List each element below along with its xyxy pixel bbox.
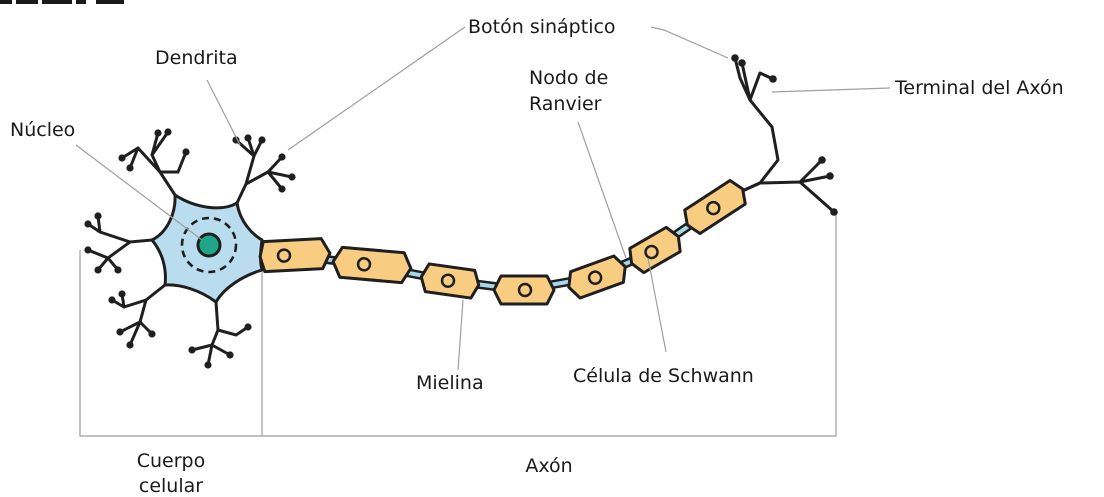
label-nodo-de-ranvier-line1: Nodo de [529, 67, 608, 89]
schwann-cell-2 [331, 245, 413, 285]
label-celula-de-schwann: Célula de Schwann [573, 365, 754, 387]
label-terminal-del-axon: Terminal del Axón [894, 77, 1064, 99]
leader-boton-sinaptico-right [650, 26, 729, 59]
axon-terminal-buttons [731, 54, 838, 216]
leader-terminal-axon [771, 87, 891, 93]
leader-lines [75, 26, 891, 371]
label-nodo-de-ranvier-line2: Ranvier [529, 93, 602, 115]
leader-nucleo [75, 144, 203, 241]
schwann-cell-4 [492, 274, 556, 306]
schwann-cell-6 [628, 225, 682, 275]
axon-terminal-branches [733, 56, 836, 214]
leader-mielina [457, 299, 464, 371]
label-mielina: Mielina [416, 372, 484, 394]
nucleus [196, 232, 222, 258]
dendrite-upper-right [234, 136, 294, 205]
dendrite-lower-left [110, 283, 167, 347]
cropped-top-text [0, 0, 124, 4]
dendrite-upper-left [120, 130, 188, 197]
leader-dendrita [206, 79, 241, 146]
label-dendrita: Dendrita [155, 47, 238, 69]
dendrites [86, 130, 294, 367]
leader-boton-sinaptico-left [287, 26, 466, 151]
dendrite-terminals [84, 128, 296, 369]
nucleus-membrane [180, 216, 238, 274]
axon-bracket [262, 215, 837, 437]
schwann-cell-5 [567, 254, 627, 300]
schwann-cell-3 [419, 262, 481, 300]
leader-celula-de-schwann [647, 257, 667, 353]
leader-nodo-de-ranvier [577, 121, 627, 259]
cuerpo-celular-bracket [79, 238, 263, 437]
label-boton-sinaptico: Botón sináptico [468, 16, 616, 38]
label-cuerpo-celular-line1: Cuerpo [137, 450, 206, 472]
dendrite-left [86, 214, 154, 272]
label-cuerpo-celular-line2: celular [139, 475, 203, 497]
bracket-lines [79, 215, 837, 437]
myelin-sheath [258, 179, 747, 306]
label-nucleo: Núcleo [10, 119, 75, 141]
dendrite-lower-right [190, 300, 250, 367]
schwann-cell-7 [683, 179, 747, 235]
schwann-cell-1 [258, 237, 332, 274]
label-axon: Axón [525, 455, 572, 477]
